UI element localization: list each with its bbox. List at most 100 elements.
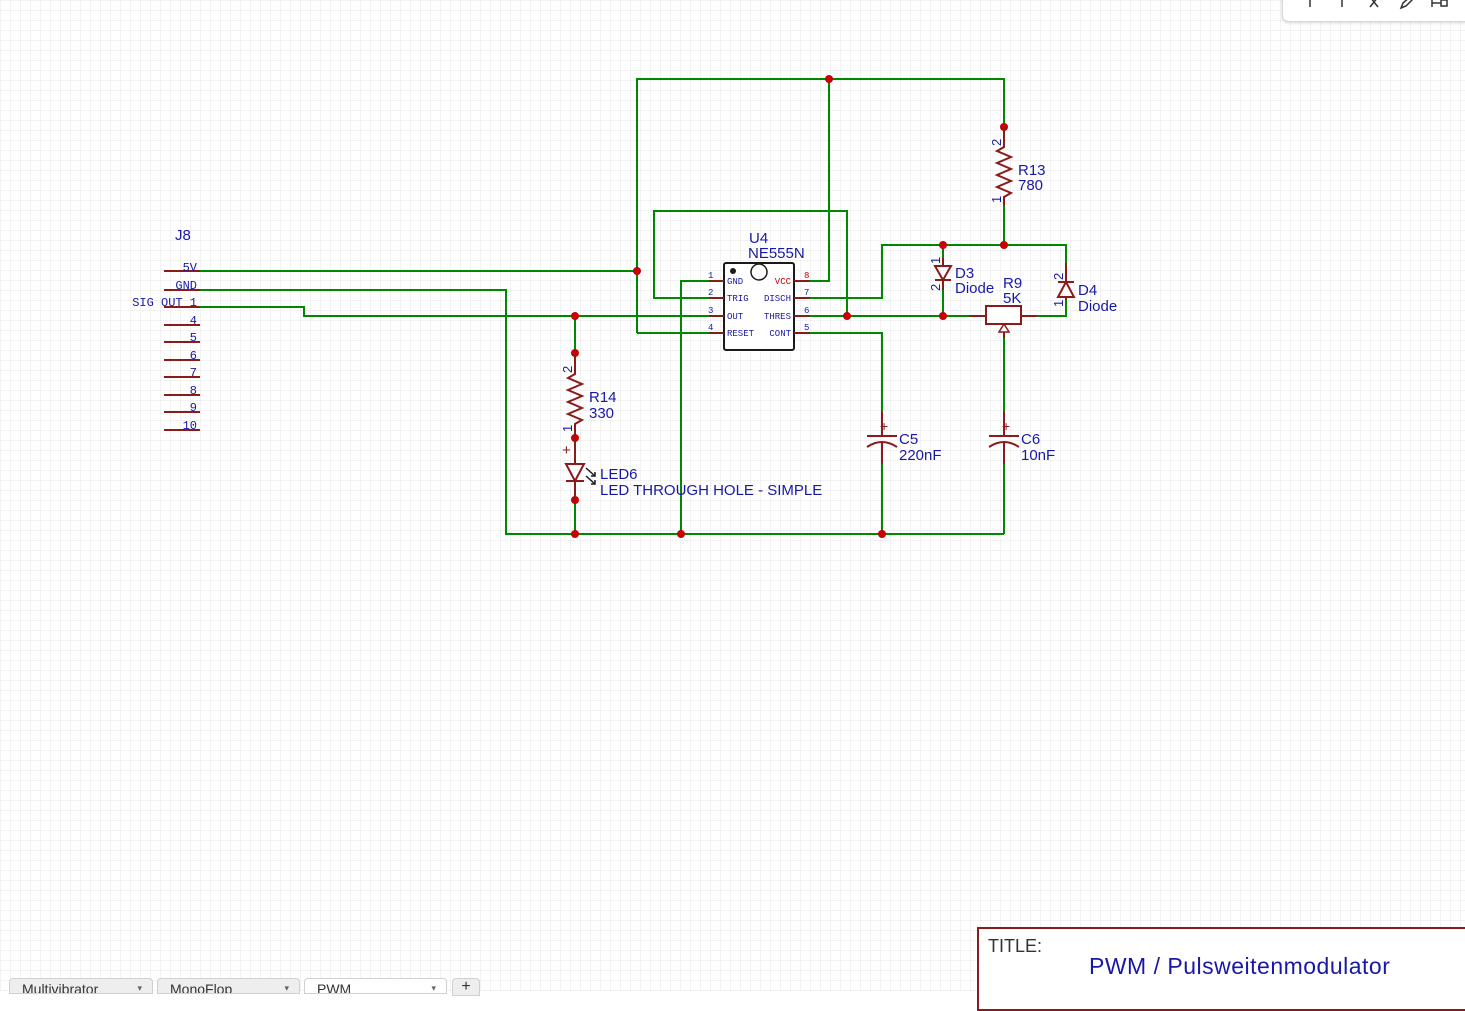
j8-pin-label: SIG OUT 1 [132,296,197,310]
u4-pin-name: RESET [727,329,755,339]
wire-gnd-j8 [200,289,1004,535]
led-triangle [564,463,586,484]
title-block-value[interactable]: PWM / Pulsweitenmodulator [1089,953,1391,979]
diode-d3[interactable]: 1 2 D3 Diode [928,257,994,297]
connector-j8[interactable]: J8 5V GND SIG OUT 1 4 5 6 7 8 9 10 [132,227,200,433]
u4-pin-name: VCC [775,277,792,287]
c6-plus: + [1002,418,1010,434]
wire-gnd-pin1 [680,280,709,534]
diode-triangle [933,265,953,283]
wire-vcc-pin [810,79,830,282]
resistor-r14[interactable]: 2 1 R14 330 [560,353,617,438]
j8-pin-label: 4 [190,314,197,328]
d3-pin-label: 1 [928,257,943,264]
vertical-line-icon[interactable] [1301,0,1323,15]
led-led6[interactable]: + LED6 LED THROUGH HOLE - SIMPLE [562,438,822,500]
junction-dot [939,241,947,249]
d4-pin-label: 2 [1051,273,1066,280]
d3-pin-label: 2 [928,284,943,291]
r13-ref: R13 [1018,162,1046,179]
junction-dot [1000,241,1008,249]
vertical-line-icon[interactable] [1333,0,1355,15]
c6-ref: C6 [1021,431,1040,448]
u4-body [723,262,795,351]
junctions [571,75,1008,538]
u4-pin-num: 3 [708,306,713,316]
c6-value: 10nF [1021,447,1055,464]
j8-pin-label: 5 [190,331,197,345]
u4-pin-name: GND [727,277,743,287]
j8-pin-label: GND [175,279,197,293]
ic-u4[interactable]: U4 NE555N 1 2 3 4 GND TRIG OUT RESET 8 7… [708,230,810,351]
potentiometer-r9[interactable]: R9 5K [969,275,1037,338]
tab-pwm[interactable]: PWM ▾ [304,978,447,994]
chevron-down-icon[interactable]: ▾ [137,983,142,993]
junction-dot [677,530,685,538]
d3-ref: D3 [955,265,974,282]
j8-pin-label: 8 [190,384,197,398]
d4-value: Diode [1078,298,1117,315]
tab-label: Multivibrator [22,981,99,994]
u4-value: NE555N [748,245,805,262]
u4-pin-name: TRIG [727,294,749,304]
led6-value: LED THROUGH HOLE - SIMPLE [600,482,822,499]
u4-ref: U4 [749,230,768,247]
pencil-icon[interactable] [1397,0,1419,15]
u4-pin-num: 7 [804,288,809,298]
junction-dot [571,312,579,320]
r9-value: 5K [1003,290,1021,307]
d4-ref: D4 [1078,282,1097,299]
junction-dot [633,267,641,275]
tab-multivibrator[interactable]: Multivibrator ▾ [9,978,153,994]
c5-value: 220nF [899,447,942,464]
d4-pin-label: 1 [1051,300,1066,307]
j8-pin-label: 6 [190,349,197,363]
r14-pin-label: 2 [560,366,575,373]
r14-ref: R14 [589,389,617,406]
u4-pin-num: 1 [708,271,713,281]
r13-pin-label: 1 [989,196,1004,203]
u4-pin-num: 2 [708,288,713,298]
add-sheet-button[interactable]: + [452,978,480,996]
chevron-down-icon[interactable]: ▾ [431,983,436,993]
junction-dot [571,530,579,538]
u4-pin-name: CONT [769,329,791,339]
r13-value: 780 [1018,177,1043,194]
u4-pin-num: 8 [804,271,809,281]
pin-icon[interactable] [1429,0,1451,15]
close-x-icon[interactable] [1365,0,1387,15]
j8-ref: J8 [175,227,191,244]
drawing-toolbar [1282,0,1465,22]
tab-label: MonoFlop [170,981,233,994]
chevron-down-icon[interactable]: ▾ [284,983,289,993]
capacitor-c6[interactable]: + C6 10nF [988,412,1055,464]
wires [200,78,1067,535]
j8-pin-label: 10 [183,419,197,433]
capacitor-c5[interactable]: + C5 220nF [866,412,942,464]
u4-pin-num: 4 [708,323,713,333]
light-arrows-icon [585,467,596,485]
diode-d4[interactable]: 2 1 D4 Diode [1051,263,1117,315]
u4-pin-name: THRES [764,312,791,322]
u4-pin-name: DISCH [764,294,791,304]
resistor-zigzag [565,353,585,438]
r14-value: 330 [589,405,614,422]
resistor-zigzag [994,127,1014,205]
resistor-r13[interactable]: 2 1 R13 780 [989,127,1046,205]
pin1-marker [730,268,736,274]
wire-d4-r9 [1023,300,1067,317]
wire-cont [810,332,883,412]
potentiometer-body [985,305,1022,325]
junction-dot [843,312,851,320]
u4-pin-name: OUT [727,312,744,322]
u4-pin-num: 5 [804,323,809,333]
tab-monoflop[interactable]: MonoFlop ▾ [157,978,300,994]
j8-pin-label: 5V [183,261,198,275]
wire-trig-thres-loop [653,210,848,316]
d3-value: Diode [955,280,994,297]
junction-dot [939,312,947,320]
r14-pin-label: 1 [560,425,575,432]
wire-sig-out [200,306,709,317]
